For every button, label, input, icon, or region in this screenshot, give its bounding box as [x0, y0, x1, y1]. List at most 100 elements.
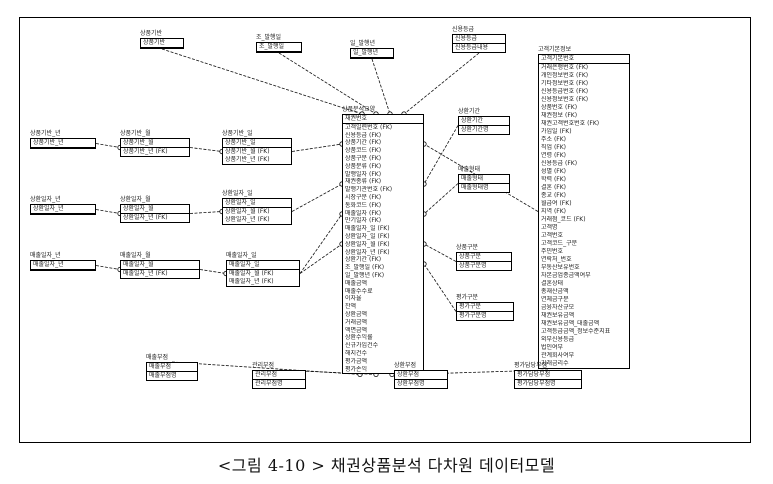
entity-attribute: 주소 (FK)	[541, 136, 567, 143]
entity-attribute: 주민번호	[541, 248, 564, 255]
entity-attribute: 상품기반_년	[31, 139, 95, 148]
entity-attribute: 매출수수료	[345, 287, 373, 295]
entity-sangpum-giban-nyeon: 상품기반_년	[30, 138, 96, 149]
relationship-line	[189, 147, 223, 152]
entity-attribute: 채권번호	[343, 115, 423, 124]
entity-title-maechul-bu: 매출부점	[146, 354, 169, 361]
entity-maechul-il-nyeon: 매출일자_년	[30, 260, 96, 271]
entity-attribute: 상품코드 (FK)	[345, 147, 382, 155]
relationship-line	[423, 243, 457, 262]
entity-attribute: 학력 (FK)	[541, 176, 567, 183]
entity-attribute: 고객등급금액_정보수준지표	[541, 328, 611, 335]
entity-attribute: 액면금액	[345, 326, 368, 334]
entity-attribute: 평가구분	[457, 303, 513, 312]
entity-title-sanghwan-gigan: 상환기간	[458, 108, 481, 115]
relationship-line	[291, 183, 343, 212]
entity-title-maechul-il-nyeon: 매출일자_년	[30, 252, 61, 259]
entity-attribute: 종교 (FK)	[541, 192, 567, 199]
relationship-line	[299, 213, 343, 274]
entity-attribute: 상환일자_년 (FK)	[345, 248, 390, 256]
relationship-line	[161, 48, 363, 115]
entity-attribute: 평가금액	[345, 357, 368, 365]
entity-attribute: 상품기반_년 (FK)	[123, 148, 168, 155]
relationship-line	[95, 265, 121, 270]
entity-attribute: 매출일자_일 (FK)	[345, 225, 390, 233]
entity-attribute: 채권고객번호번호 (FK)	[541, 120, 600, 127]
entity-title-il-balhaeng: 일_발행년	[350, 40, 376, 47]
entity-attribute: 거래금리수	[541, 360, 569, 367]
entity-attribute: 신용등급 (FK)	[541, 160, 578, 167]
entity-attribute: 매출부점	[147, 363, 197, 372]
entity-attribute: 시장구분 (FK)	[345, 193, 382, 201]
entity-attribute: 금융자산규모	[541, 304, 575, 311]
entity-attribute: 이자율	[345, 295, 362, 303]
entity-attribute: 상환기간명	[461, 126, 489, 133]
entity-title-sinyong-deunggeup: 신용등급	[452, 26, 475, 33]
entity-attribute: 잔액	[345, 303, 357, 311]
relationship-line	[299, 243, 343, 274]
entity-attribute: 일_발행년	[351, 49, 393, 58]
entity-attribute: 발행기관번호 (FK)	[345, 186, 393, 194]
entity-attribute: 상환일자_년	[31, 205, 95, 214]
entity-attribute: 통화코드 (FK)	[345, 201, 382, 209]
entity-attribute: 해지건수	[345, 349, 368, 357]
entity-attribute: 상품기반_년 (FK)	[225, 156, 270, 163]
entity-attribute: 월급여 (FK)	[541, 200, 572, 207]
entity-attribute: 성별 (FK)	[541, 168, 567, 175]
entity-attribute: 매출일자_년	[31, 261, 95, 270]
entity-attribute: 상환일자_월	[121, 205, 189, 214]
entity-attribute: 자본금업종금액여부	[541, 272, 591, 279]
entity-title-sangpum-giban-il: 상품기반_일	[222, 130, 253, 137]
relationship-line	[291, 143, 343, 152]
entity-attribute: 개인정보번호 (FK)	[541, 72, 589, 79]
entity-attribute: 채권정보 (FK)	[541, 112, 578, 119]
entity-attribute: 상품구분명	[459, 262, 487, 269]
entity-jo-balhaeng: 조_발행일	[256, 42, 302, 53]
entity-attribute: 거래금액	[345, 318, 368, 326]
entity-title-gwalli-bu: 관리부점	[252, 362, 275, 369]
entity-attribute: 상환일자_년 (FK)	[123, 214, 168, 221]
entity-attribute: 고객명	[541, 224, 558, 231]
entity-attribute: 신규가입건수	[345, 342, 379, 350]
entity-attribute: 신용등급번호 (FK)	[541, 88, 589, 95]
entity-attribute: 만기일자 (FK)	[345, 217, 382, 225]
entity-attribute: 평가구분명	[459, 312, 487, 319]
entity-attribute: 신용등급 (FK)	[345, 131, 382, 139]
entity-attribute: 상환일자_일 (FK)	[345, 232, 390, 240]
entity-attribute: 직업 (FK)	[541, 144, 567, 151]
entity-attribute: 매출형태명	[461, 184, 489, 191]
entity-attribute: 고객일련번호 (FK)	[345, 123, 393, 131]
entity-attribute: 채권보유금액_대출금액	[541, 320, 600, 327]
entity-attribute: 관리부점	[253, 371, 305, 380]
entity-attribute: 채권종류 (FK)	[345, 178, 382, 186]
entity-title-sangpum-giban: 상품기반	[140, 30, 163, 37]
entity-attribute: 상품분류 (FK)	[345, 162, 382, 170]
entity-attribute: 거래점_코드 (FK)	[541, 216, 586, 223]
entity-attribute: 평가담당부점명	[517, 380, 556, 387]
entity-attribute: 외부신용등급	[541, 336, 575, 343]
entity-title-maechul-il-il: 매출일자_일	[226, 252, 257, 259]
entity-title-sangpum-giban-wol: 상품기반_월	[120, 130, 151, 137]
entity-title-sangpum-gubun: 상품구분	[456, 244, 479, 251]
entity-attribute: 매출일자_년 (FK)	[123, 270, 168, 277]
entity-attribute: 가입일 (FK)	[541, 128, 572, 135]
entity-attribute: 고객기본번호	[539, 55, 629, 64]
entity-sanghwan-il-nyeon: 상환일자_년	[30, 204, 96, 215]
relationship-line	[199, 269, 227, 274]
entity-attribute: 연락처_번호	[541, 256, 572, 263]
entity-attribute: 매출금액	[345, 279, 368, 287]
entity-attribute: 신용정보번호 (FK)	[541, 96, 589, 103]
entity-title-pyeongga-bu: 평가담당부점	[514, 362, 548, 369]
